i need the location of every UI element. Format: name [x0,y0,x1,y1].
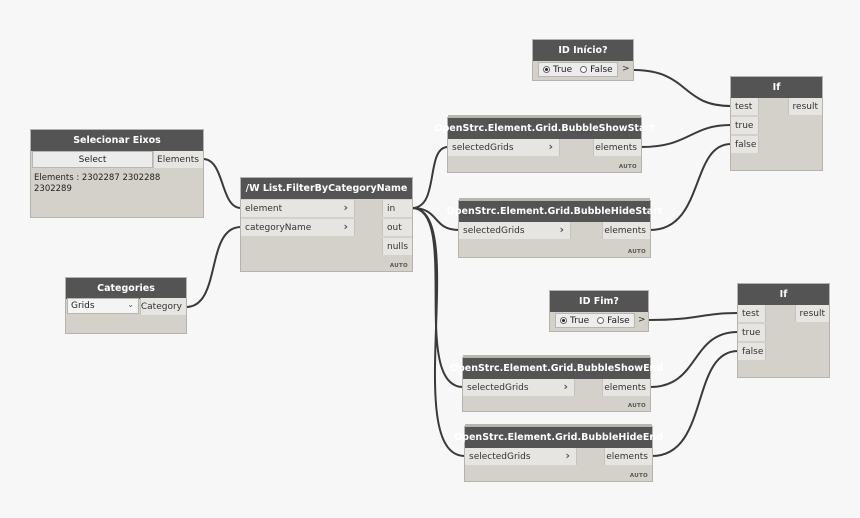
category-dropdown[interactable]: Grids ⌄ [67,298,139,314]
bubble-hide-start-node[interactable]: OpenStrc.Element.Grid.BubbleHideStart se… [447,198,662,257]
output-port-category[interactable]: Category [140,298,186,315]
lacing-label: AUTO [629,473,648,479]
wire-hide-end-to-if2-false [651,350,739,457]
bubble-hide-end-node[interactable]: OpenStrc.Element.Grid.BubbleHideEnd sele… [454,424,663,481]
filter-by-category-node[interactable]: /W List.FilterByCategoryName element› ca… [241,178,412,271]
wire-filter-in-to-show-end [411,207,464,388]
wire-categories-to-filter [185,226,242,308]
node-title[interactable]: If [731,77,822,98]
node-title[interactable]: Categories [66,278,186,299]
input-port-selected-grids[interactable]: selectedGrids› [459,222,571,239]
output-port[interactable]: > [622,64,630,74]
node-stack-edge [459,198,650,200]
wire-hide-start-to-if1-false [649,143,732,231]
input-port-true[interactable]: true [738,324,766,341]
wire-filter-in-to-show-start [411,146,449,209]
lacing-label: AUTO [627,249,646,255]
wire-id-fim-to-if2-test [647,312,739,321]
wire-show-end-to-if2-true [649,331,739,388]
radio-true[interactable] [543,66,550,73]
input-port-true[interactable]: true [731,117,759,134]
output-port-elements[interactable]: elements [604,448,652,465]
lacing-label: AUTO [389,263,408,269]
node-title[interactable]: ID Início? [533,40,633,61]
input-port-selected-grids[interactable]: selectedGrids› [465,448,577,465]
selection-preview: Elements : 2302287 2302288 2302289 [34,173,161,194]
radio-true[interactable] [560,317,567,324]
node-title[interactable]: If [738,284,829,305]
input-port-element[interactable]: element› [241,200,355,217]
output-port-out[interactable]: out [382,219,412,236]
node-title[interactable]: ID Fim? [550,291,648,312]
output-port-nulls[interactable]: nulls [382,238,412,255]
input-port-false[interactable]: false [731,136,759,153]
output-port-elements[interactable]: elements [593,139,641,156]
chevron-right-icon: › [343,201,348,214]
node-stack-edge [465,424,652,426]
chevron-right-icon: › [548,140,553,153]
output-port[interactable]: > [638,315,646,325]
input-port-category-name[interactable]: categoryName› [241,219,355,236]
chevron-right-icon: › [343,220,348,233]
categories-node[interactable]: Categories Grids ⌄ Category [66,278,186,333]
wire-filter-in-to-hide-end [411,207,466,457]
boolean-toggle[interactable]: True False [555,313,635,328]
lacing-label: AUTO [618,164,637,170]
input-port-selected-grids[interactable]: selectedGrids› [448,139,560,156]
wire-id-inicio-to-if1-test [632,69,732,107]
radio-false[interactable] [597,317,605,324]
output-port-elements[interactable]: elements [602,222,650,239]
id-fim-node[interactable]: ID Fim? True False > [550,291,648,331]
bubble-show-end-node[interactable]: OpenStrc.Element.Grid.BubbleShowEnd sele… [450,355,663,411]
node-title[interactable]: OpenStrc.Element.Grid.BubbleHideStart [447,201,662,222]
if-node-end[interactable]: If test true false result [738,284,829,377]
node-title[interactable]: Selecionar Eixos [31,130,203,151]
input-port-false[interactable]: false [738,343,766,360]
chevron-down-icon: ⌄ [127,300,134,309]
boolean-toggle[interactable]: True False [538,62,618,77]
output-port-elements[interactable]: Elements [153,151,203,168]
dropdown-value: Grids [71,301,95,311]
input-port-selected-grids[interactable]: selectedGrids› [463,379,575,396]
node-stack-edge [463,355,650,357]
output-port-in[interactable]: in [382,200,412,217]
node-stack-edge [448,115,641,117]
node-title[interactable]: OpenStrc.Element.Grid.BubbleShowStart [434,118,655,139]
select-button[interactable]: Select [32,151,153,168]
chevron-right-icon: › [563,380,568,393]
node-title[interactable]: OpenStrc.Element.Grid.BubbleShowEnd [450,358,663,379]
output-port-result[interactable]: result [795,305,829,322]
radio-false[interactable] [580,66,588,73]
id-inicio-node[interactable]: ID Início? True False > [533,40,633,80]
lacing-label: AUTO [627,403,646,409]
node-title[interactable]: /W List.FilterByCategoryName [241,178,412,199]
output-port-result[interactable]: result [788,98,822,115]
input-port-test[interactable]: test [731,98,759,115]
node-title[interactable]: OpenStrc.Element.Grid.BubbleHideEnd [454,427,663,448]
chevron-right-icon: › [565,449,570,462]
selecionar-eixos-node[interactable]: Selecionar Eixos Select Elements Element… [31,130,203,217]
input-port-test[interactable]: test [738,305,766,322]
if-node-start[interactable]: If test true false result [731,77,822,170]
output-port-elements[interactable]: elements [602,379,650,396]
chevron-right-icon: › [559,223,564,236]
wire-selecionar-to-filter [202,158,242,209]
bubble-show-start-node[interactable]: OpenStrc.Element.Grid.BubbleShowStart se… [434,115,655,172]
